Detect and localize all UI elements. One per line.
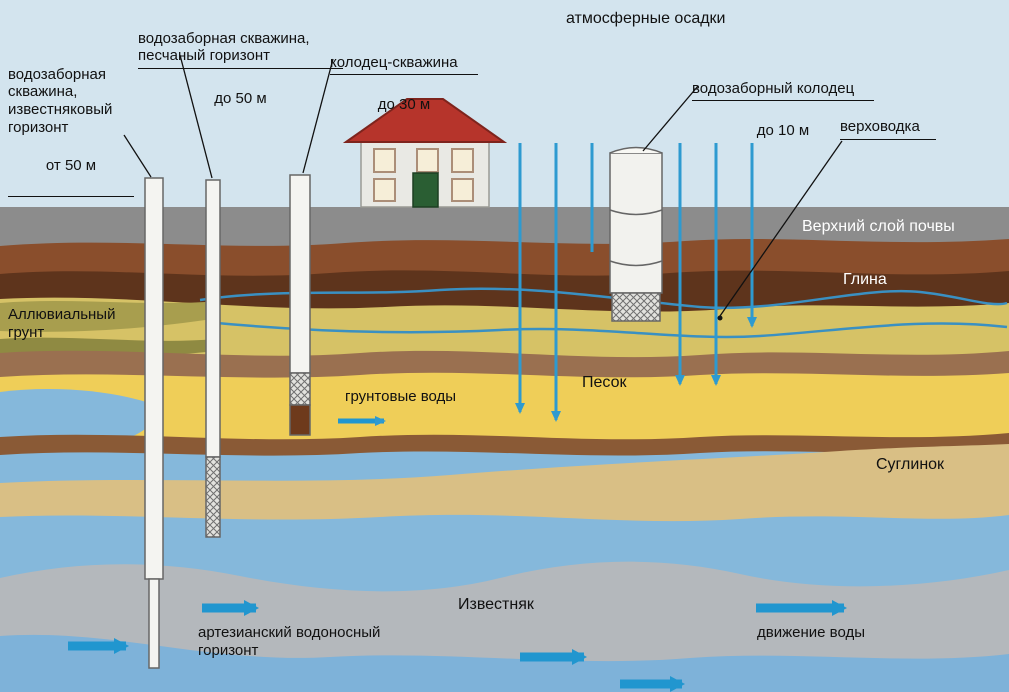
- well-filter: [205, 456, 221, 538]
- label-well-sand: водозаборная скважина, песчаный горизонт…: [138, 12, 343, 125]
- label-well-limestone-depth: от 50 м: [45, 157, 97, 175]
- label-water-movement: движение воды: [757, 624, 865, 641]
- well-ring: [609, 260, 663, 267]
- label-loam: Суглинок: [876, 456, 945, 473]
- house-door: [412, 172, 439, 208]
- label-well-sand-name: водозаборная скважина, песчаный горизонт: [138, 30, 343, 70]
- well-filter: [289, 372, 311, 406]
- well-borehole: [289, 174, 311, 436]
- leader-perched-water: [719, 140, 843, 317]
- label-artesian: артезианский водоносный горизонт: [198, 624, 381, 659]
- well-sand-horizon: [205, 179, 221, 538]
- perched-water-line-lower: [205, 320, 1008, 339]
- well-filter: [611, 292, 661, 322]
- layer-artesian: [0, 634, 1009, 692]
- label-alluvial-soil: Аллювиальный грунт: [8, 306, 116, 341]
- label-well-sand-depth: до 50 м: [214, 89, 267, 107]
- house-window: [373, 178, 396, 202]
- well-pipe: [148, 578, 160, 669]
- house: [342, 98, 508, 208]
- well-top-arc: [609, 146, 663, 154]
- leader-well-limestone: [123, 134, 152, 178]
- label-perched-water: верховодка: [840, 118, 936, 140]
- label-well-borehole-depth: до 30 м: [377, 96, 431, 114]
- label-topsoil: Верхний слой почвы: [802, 218, 955, 235]
- label-sand: Песок: [582, 374, 627, 391]
- left-groundwater-lens: [0, 389, 155, 448]
- house-window: [451, 148, 474, 173]
- well-sump: [289, 404, 311, 436]
- well-casing: [205, 179, 221, 458]
- leader-well-intake: [642, 85, 699, 152]
- leader-well-borehole: [302, 58, 334, 174]
- label-well-borehole-name: колодец-скважина: [330, 54, 478, 76]
- leader-dot: [717, 315, 723, 321]
- label-limestone: Известняк: [458, 596, 534, 613]
- well-ring: [609, 209, 663, 216]
- house-window: [451, 178, 474, 202]
- leader-lines: [123, 54, 843, 321]
- well-casing: [144, 177, 164, 580]
- house-roof: [342, 98, 508, 143]
- well-shaft: [609, 152, 663, 294]
- house-window: [373, 148, 396, 173]
- label-well-intake-depth: до 10 м: [756, 122, 810, 140]
- water-flow-arrows: [68, 416, 847, 692]
- label-well-intake: водозаборный колодец до 10 м: [692, 62, 874, 157]
- label-well-borehole: колодец-скважина до 30 м: [330, 36, 478, 131]
- precipitation-lines: [515, 143, 757, 422]
- leader-well-sand: [179, 54, 213, 179]
- house-window: [416, 148, 439, 173]
- well-limestone-horizon: [144, 177, 164, 669]
- label-well-limestone-name: водозаборная скважина, известняковый гор…: [8, 65, 113, 136]
- wells: [144, 146, 663, 669]
- well-intake: [609, 146, 663, 322]
- label-clay: Глина: [843, 271, 887, 288]
- label-precipitation: атмосферные осадки: [566, 10, 726, 27]
- well-casing: [289, 174, 311, 374]
- label-well-intake-name: водозаборный колодец: [692, 80, 874, 102]
- label-groundwater: грунтовые воды: [345, 388, 457, 405]
- label-well-limestone: водозаборная скважина, известняковый гор…: [8, 48, 134, 197]
